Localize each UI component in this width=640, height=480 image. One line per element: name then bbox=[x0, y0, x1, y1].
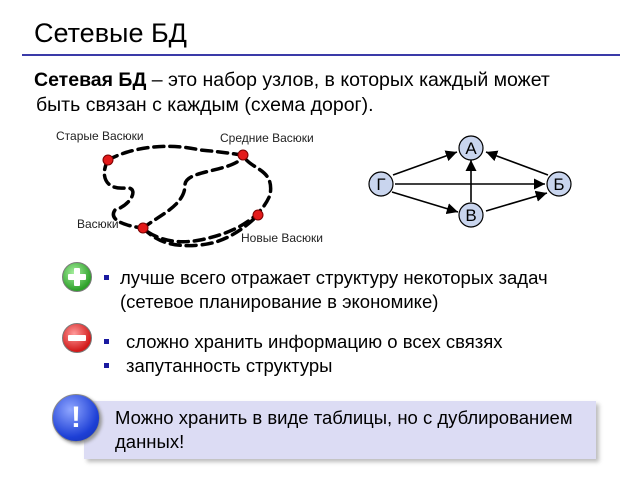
definition-text-1: это набор узлов, в которых каждый может bbox=[168, 69, 550, 91]
title-divider bbox=[22, 54, 620, 56]
slide-title: Сетевые БД bbox=[34, 18, 187, 48]
road-map: Старые Васюки Средние Васюки Васюки Новы… bbox=[56, 129, 323, 248]
node-v bbox=[458, 202, 484, 228]
definition-text-2: быть связан с каждым (схема дорог). bbox=[36, 94, 374, 116]
city-dot-vasyuki bbox=[137, 222, 149, 234]
pros-list: лучше всего отражает структуру некоторых… bbox=[104, 266, 574, 314]
node-label-g: Г bbox=[376, 175, 385, 194]
network-graph: А Б В Г bbox=[368, 135, 572, 228]
definition-term: Сетевая БД bbox=[34, 69, 147, 91]
label-new-vasyuki: Новые Васюки bbox=[241, 231, 323, 245]
city-dot-new bbox=[252, 209, 264, 221]
label-vasyuki: Васюки bbox=[77, 217, 119, 231]
cons-item: запутанность структуры bbox=[104, 354, 604, 378]
node-a bbox=[458, 135, 484, 161]
pros-item: лучше всего отражает структуру некоторых… bbox=[104, 266, 574, 314]
definition-paragraph: Сетевая БД – это набор узлов, в которых … bbox=[34, 68, 614, 118]
plus-icon bbox=[62, 262, 92, 292]
road-path bbox=[102, 158, 145, 230]
note-box bbox=[84, 401, 596, 459]
edge-v-b bbox=[485, 190, 548, 212]
edge-g-a bbox=[392, 150, 458, 176]
exclamation-icon: ! bbox=[52, 394, 100, 442]
node-label-a: А bbox=[465, 139, 477, 158]
minus-icon bbox=[62, 323, 92, 353]
road-path bbox=[141, 213, 260, 248]
node-label-b: Б bbox=[553, 175, 564, 194]
node-label-v: В bbox=[465, 206, 476, 225]
road-path bbox=[106, 144, 273, 244]
node-g bbox=[368, 171, 394, 197]
edge-g-v bbox=[391, 191, 459, 215]
cons-list: сложно хранить информацию о всех связях … bbox=[104, 330, 604, 378]
node-b bbox=[546, 171, 572, 197]
edge-b-a bbox=[485, 150, 549, 176]
label-middle-vasyuki: Средние Васюки bbox=[220, 131, 314, 145]
city-dot-old bbox=[102, 154, 114, 166]
definition-dash: – bbox=[146, 69, 169, 91]
note-text: Можно хранить в виде таблицы, но с дубли… bbox=[115, 407, 573, 452]
label-old-vasyuki: Старые Васюки bbox=[56, 129, 144, 143]
cons-item: сложно хранить информацию о всех связях bbox=[104, 330, 604, 354]
city-dot-middle bbox=[237, 149, 249, 161]
